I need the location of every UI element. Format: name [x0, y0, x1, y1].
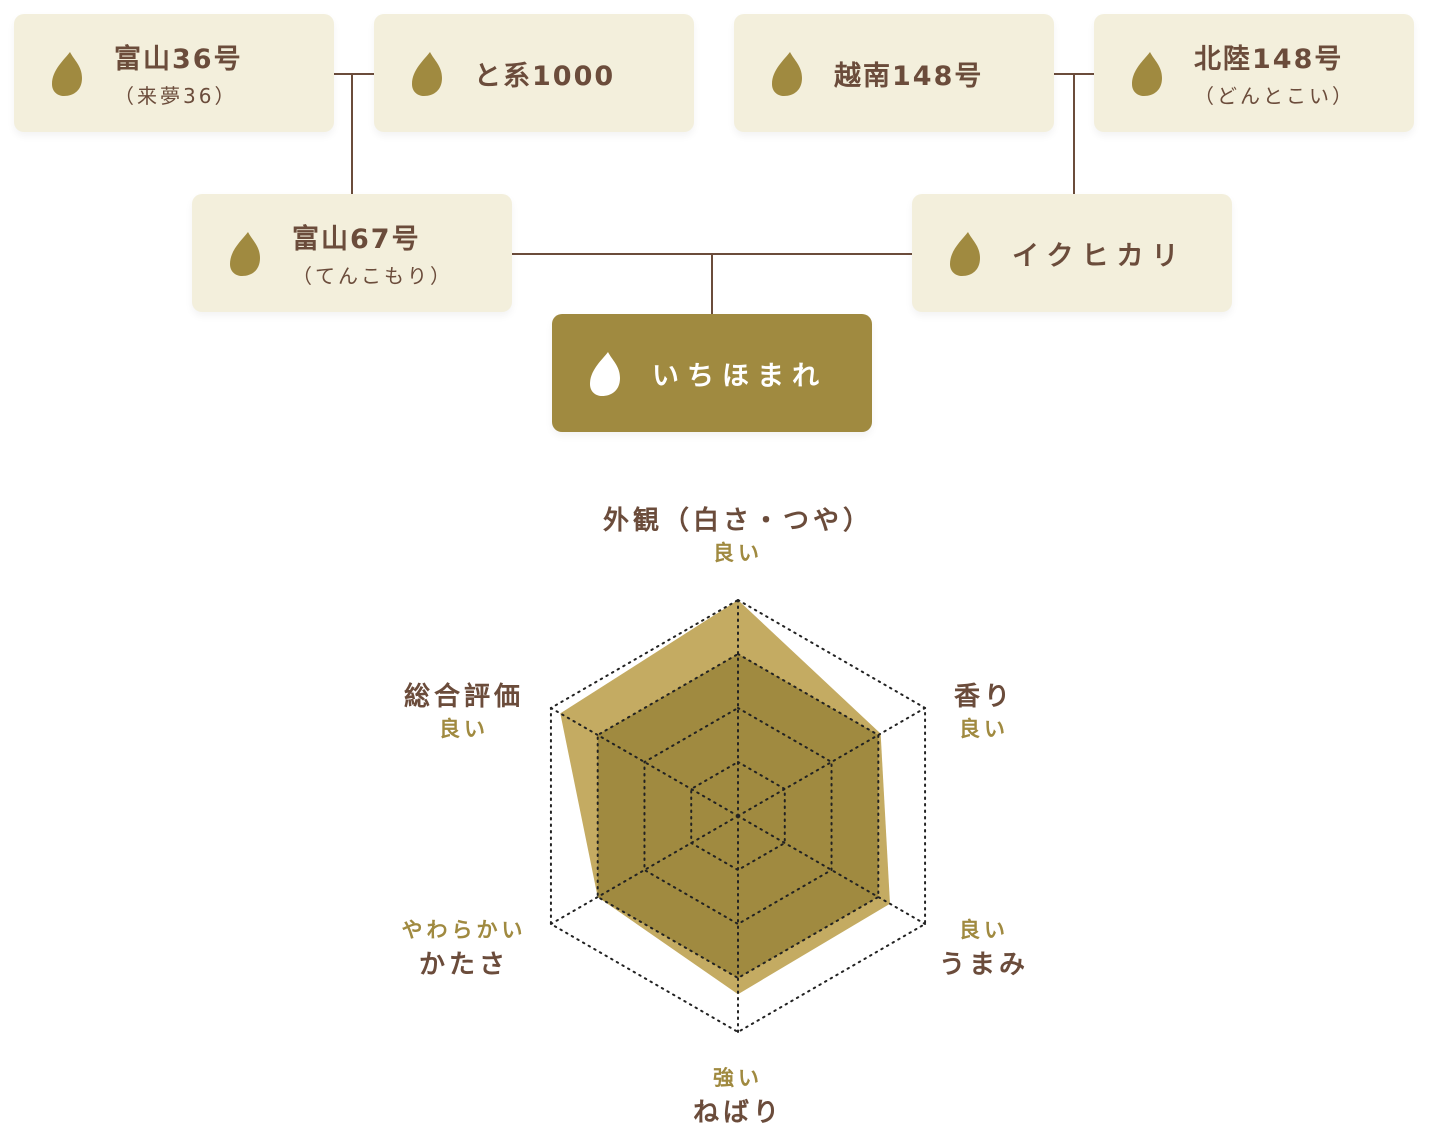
card-toyama67: 富山67号 （てんこもり） — [192, 194, 512, 312]
axis-label-umami: 良いうまみ — [884, 914, 1084, 981]
variety-name: いちほまれ — [652, 360, 827, 392]
radar-series-1 — [597, 654, 879, 978]
variety-alias: （どんとこい） — [1194, 84, 1355, 108]
axis-title: 総合評価 — [403, 682, 524, 712]
axis-label-aroma: 香り良い — [884, 676, 1084, 743]
radar-axis-line — [737, 815, 927, 925]
axis-good-label: 強い — [713, 1066, 763, 1090]
axis-label-overall: 総合評価良い — [364, 676, 564, 743]
axis-good-label: 良い — [959, 918, 1009, 942]
rice-grain-icon — [52, 52, 82, 96]
rice-grain-icon — [412, 52, 442, 96]
connector — [1073, 73, 1075, 194]
radar-grid-ring — [596, 652, 880, 980]
radar-axis-line — [549, 815, 739, 925]
axis-title: 香り — [953, 682, 1014, 712]
card-ichihomare: いちほまれ — [552, 314, 872, 432]
variety-name: 富山67号 — [292, 224, 421, 255]
axis-label-hardness: やわらかいかたさ — [364, 914, 564, 981]
radar-axis-line — [549, 707, 739, 817]
card-ikuhikari: イクヒカリ — [912, 194, 1232, 312]
card-toyama36: 富山36号 （来夢36） — [14, 14, 334, 132]
axis-label-appearance: 外観（白さ・つや） 良い — [538, 500, 938, 567]
axis-title: うまみ — [938, 950, 1029, 980]
connector — [351, 73, 353, 194]
axis-title: ねばり — [692, 1098, 783, 1128]
variety-name: 越南148号 — [834, 60, 984, 92]
variety-name: 北陸148号 — [1194, 44, 1344, 75]
radar-series-0 — [560, 600, 890, 995]
axis-good-label: 良い — [439, 717, 489, 741]
variety-alias: （来夢36） — [114, 84, 238, 108]
axis-title: 外観（白さ・つや） — [602, 506, 873, 536]
rice-grain-icon — [230, 232, 260, 276]
radar-grid-ring — [549, 598, 927, 1034]
axis-label-stickiness: 強いねばり — [638, 1062, 838, 1129]
rice-grain-icon — [590, 352, 620, 396]
axis-good-label: 良い — [959, 717, 1009, 741]
radar-grid-ring — [690, 760, 786, 872]
connector — [711, 253, 713, 315]
variety-name: と系1000 — [474, 60, 616, 92]
card-tokei1000: と系1000 — [374, 14, 694, 132]
axis-good-label: 良い — [713, 541, 763, 565]
variety-name: イクヒカリ — [1012, 240, 1187, 272]
radar-grid-ring — [643, 706, 833, 926]
variety-alias: （てんこもり） — [292, 264, 453, 288]
rice-grain-icon — [1132, 52, 1162, 96]
axis-good-label: やわらかい — [401, 918, 527, 942]
card-hokuriku148: 北陸148号 （どんとこい） — [1094, 14, 1414, 132]
card-etsunan148: 越南148号 — [734, 14, 1054, 132]
rice-grain-icon — [772, 52, 802, 96]
variety-name: 富山36号 — [114, 44, 243, 75]
axis-title: かたさ — [418, 950, 509, 980]
connector — [334, 73, 374, 75]
rice-grain-icon — [950, 232, 980, 276]
